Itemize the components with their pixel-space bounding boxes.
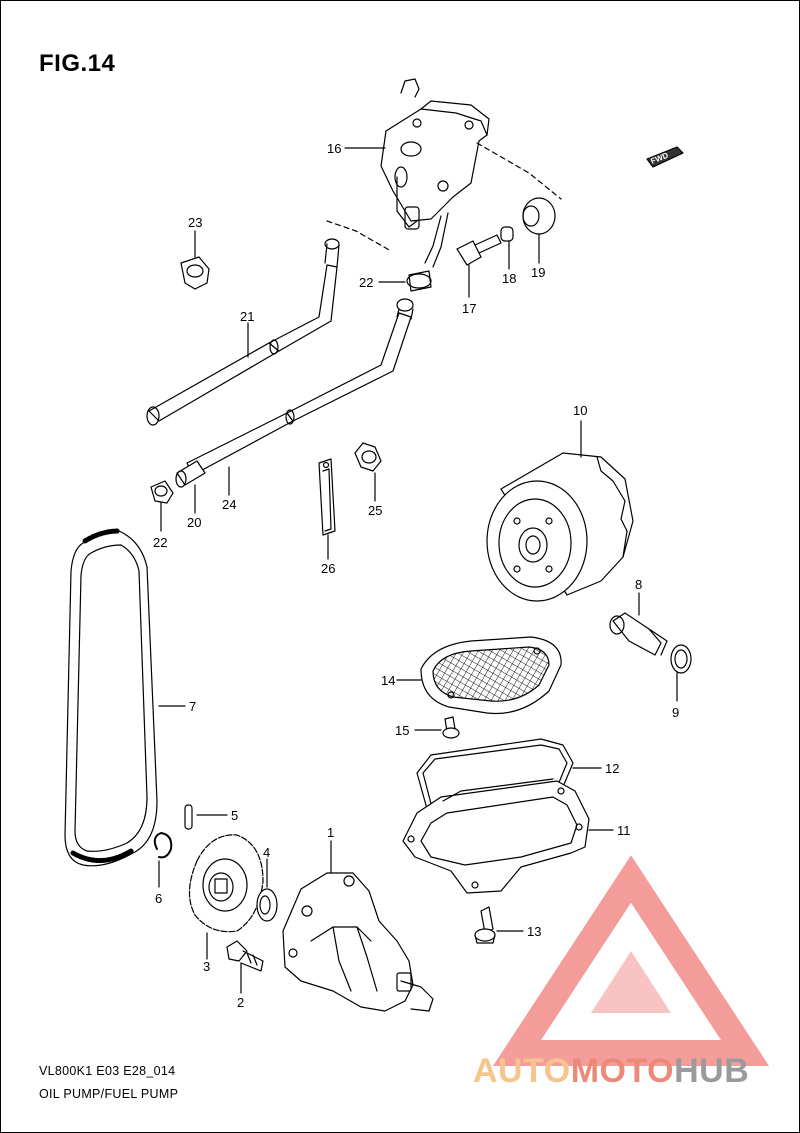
hose-24 [175,298,414,514]
clamp-22-upper [378,270,432,292]
bolt-2 [226,940,264,994]
callout-5: 5 [231,808,238,823]
callout-10: 10 [573,403,587,418]
grommet-19 [522,197,556,264]
fwd-direction-marker: FWD [646,146,684,168]
callout-1: 1 [327,825,334,840]
oil-strainer-14 [396,636,562,715]
oil-pan-11 [402,778,614,894]
oil-pump-1 [282,840,434,1012]
fuel-pump [380,78,490,268]
callout-17: 17 [462,301,476,316]
callout-25: 25 [368,503,382,518]
callout-11: 11 [617,823,631,838]
watermark-logo [492,855,770,1066]
callout-18: 18 [502,271,516,286]
figure-title: FIG.14 [39,50,116,77]
oil-filter-10 [486,420,634,602]
chain-7 [64,528,186,867]
watermark-text: AUTOMOTOHUB [473,1052,749,1091]
circlip-6 [153,832,173,888]
callout-24: 24 [222,497,236,512]
callout-8: 8 [635,577,642,592]
watermark-part-moto: MOTO [570,1052,675,1090]
clamp-25 [354,442,382,502]
figure-name: OIL PUMP/FUEL PUMP [39,1087,179,1101]
oil-filter-union-8 [609,592,668,656]
sprocket-3 [188,834,264,960]
callout-21: 21 [240,309,254,324]
callout-13: 13 [527,924,541,939]
callout-14: 14 [381,673,395,688]
washer-4 [256,858,278,922]
bolt-15 [414,716,460,739]
clamp-23 [180,230,210,290]
callout-23: 23 [188,215,202,230]
callout-4: 4 [263,845,270,860]
callout-12: 12 [605,761,619,776]
washer-18 [500,226,514,270]
pin-5 [184,804,228,830]
callout-2: 2 [237,995,244,1010]
figure-code: VL800K1 E03 E28_014 [39,1064,176,1078]
watermark-part-auto: AUTO [473,1052,571,1090]
holder-26 [318,458,336,560]
bolt-17 [456,234,502,298]
callout-9: 9 [672,705,679,720]
o-ring-9 [670,644,692,702]
callout-22-upper: 22 [359,275,373,290]
callout-16: 16 [327,141,341,156]
callout-7: 7 [189,699,196,714]
callout-19: 19 [531,265,545,280]
callout-22-lower: 22 [153,535,167,550]
callout-3: 3 [203,959,210,974]
watermark-part-hub: HUB [674,1052,750,1090]
callout-labels: 1 2 3 4 5 6 7 8 9 10 11 12 13 14 15 16 1… [153,141,679,1010]
bolt-13 [474,906,524,944]
callout-20: 20 [187,515,201,530]
hose-21 [146,238,340,426]
callout-26: 26 [321,561,335,576]
clamp-22-lower [150,480,174,532]
callout-15: 15 [395,723,409,738]
callout-6: 6 [155,891,162,906]
